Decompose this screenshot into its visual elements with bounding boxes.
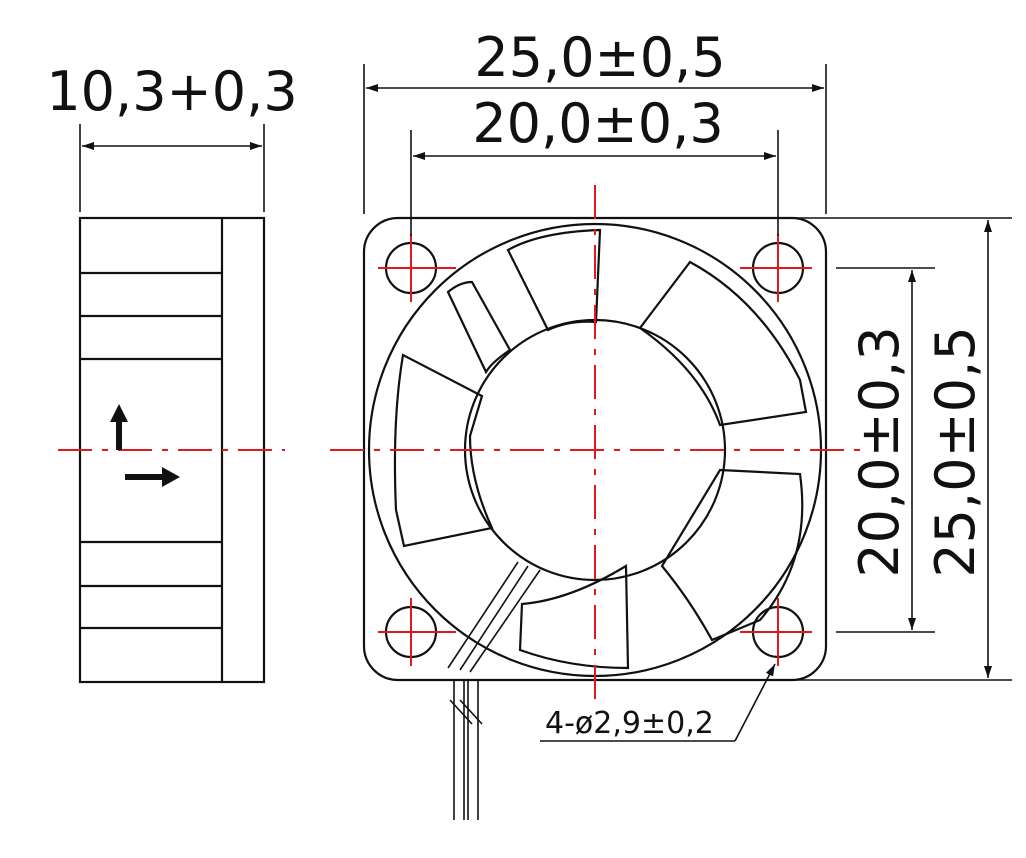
mounting-holes — [378, 234, 812, 666]
lead-wires — [447, 561, 541, 820]
fan-blade-bottom — [518, 564, 630, 670]
hole-spacing-height-label: 20,0±0,3 — [848, 326, 911, 577]
fan-blade-right — [660, 468, 804, 642]
mounting-hole-top-right — [740, 234, 812, 302]
hole-spacing-width-label: 20,0±0,3 — [472, 92, 723, 155]
front-view: 25,0±0,5 20,0±0,3 25,0±0,5 20,0±0,3 — [330, 26, 1012, 820]
fan-blade-top-right — [638, 260, 808, 427]
airflow-direction-arrow-icon — [110, 404, 128, 450]
rotation-direction-arrow-icon — [125, 467, 180, 487]
overall-width-dimension: 25,0±0,5 — [363, 26, 827, 214]
mounting-hole-bottom-right — [740, 598, 812, 666]
fan-blades — [393, 228, 808, 670]
fan-blade-upper-left — [446, 280, 512, 375]
fan-blade-top — [506, 228, 602, 332]
thickness-label: 10,3+0,3 — [46, 60, 297, 123]
mounting-hole-callout: 4-ø2,9±0,2 — [540, 663, 776, 742]
overall-height-dimension: 25,0±0,5 — [790, 217, 1012, 681]
hole-spacing-height-dimension: 20,0±0,3 — [836, 267, 935, 633]
mounting-hole-bottom-left — [378, 598, 456, 666]
thickness-dimension: 10,3+0,3 — [46, 60, 298, 212]
overall-width-label: 25,0±0,5 — [474, 26, 725, 89]
side-view-fins — [80, 271, 222, 630]
fan-blade-left — [393, 353, 494, 548]
mounting-hole-label: 4-ø2,9±0,2 — [545, 706, 714, 741]
mounting-hole-top-left — [378, 234, 456, 302]
side-view: 10,3+0,3 — [46, 60, 298, 684]
hole-spacing-width-dimension: 20,0±0,3 — [410, 92, 779, 236]
overall-height-label: 25,0±0,5 — [924, 326, 987, 577]
